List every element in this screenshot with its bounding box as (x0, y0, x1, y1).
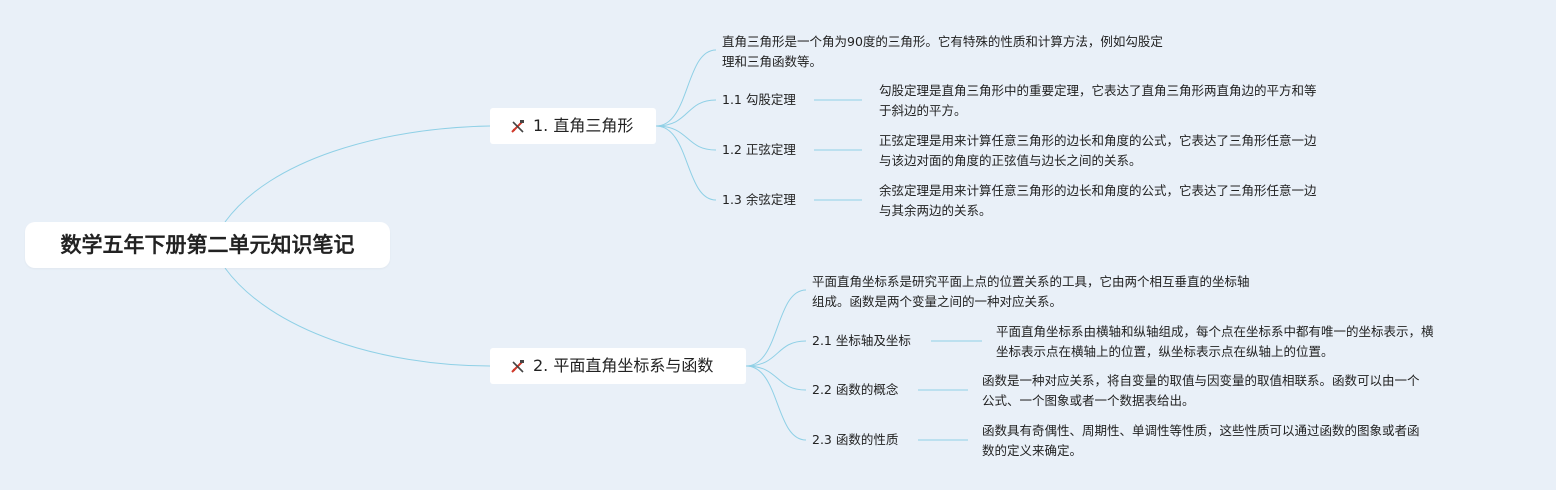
subtopic-description: 函数具有奇偶性、周期性、单调性等性质，这些性质可以通过函数的图象或者函 数的定义… (982, 421, 1420, 461)
subtopic-sine-law[interactable]: 1.2 正弦定理 (722, 140, 796, 160)
description-line: 与其余两边的关系。 (879, 203, 992, 218)
topic-title: 2. 平面直角坐标系与函数 (533, 356, 714, 375)
connector-t2-summary (745, 289, 807, 367)
description-line: 勾股定理是直角三角形中的重要定理，它表达了直角三角形两直角边的平方和等 (879, 83, 1317, 98)
subtopic-description: 正弦定理是用来计算任意三角形的边长和角度的公式，它表达了三角形任意一边 与该边对… (879, 131, 1317, 171)
connector-t1-summary (655, 49, 717, 127)
description-line: 与该边对面的角度的正弦值与边长之间的关系。 (879, 153, 1142, 168)
tools-icon (511, 120, 524, 133)
subtopic-function-properties[interactable]: 2.3 函数的性质 (812, 430, 898, 450)
connector-t2-c2 (745, 365, 807, 391)
subtopic-cosine-law[interactable]: 1.3 余弦定理 (722, 190, 796, 210)
subtopic-description: 平面直角坐标系由横轴和纵轴组成，每个点在坐标系中都有唯一的坐标表示，横 坐标表示… (996, 322, 1434, 362)
subtopic-pythagorean[interactable]: 1.1 勾股定理 (722, 90, 796, 110)
description-line: 函数具有奇偶性、周期性、单调性等性质，这些性质可以通过函数的图象或者函 (982, 423, 1420, 438)
subtopic-description: 余弦定理是用来计算任意三角形的边长和角度的公式，它表达了三角形任意一边 与其余两… (879, 181, 1317, 221)
subtopic-description: 勾股定理是直角三角形中的重要定理，它表达了直角三角形两直角边的平方和等 于斜边的… (879, 81, 1317, 121)
summary-line: 直角三角形是一个角为90度的三角形。它有特殊的性质和计算方法，例如勾股定 (722, 34, 1163, 49)
description-line: 坐标表示点在横轴上的位置，纵坐标表示点在纵轴上的位置。 (996, 344, 1334, 359)
subtopic-label: 1.2 正弦定理 (722, 142, 796, 157)
description-line: 数的定义来确定。 (982, 443, 1083, 458)
description-line: 余弦定理是用来计算任意三角形的边长和角度的公式，它表达了三角形任意一边 (879, 183, 1317, 198)
connector-t2-c1 (745, 340, 807, 367)
topic-summary: 直角三角形是一个角为90度的三角形。它有特殊的性质和计算方法，例如勾股定 理和三… (722, 32, 1163, 72)
root-node[interactable]: 数学五年下册第二单元知识笔记 (25, 222, 390, 268)
root-title: 数学五年下册第二单元知识笔记 (60, 233, 355, 257)
description-line: 平面直角坐标系由横轴和纵轴组成，每个点在坐标系中都有唯一的坐标表示，横 (996, 324, 1434, 339)
description-line: 于斜边的平方。 (879, 103, 967, 118)
summary-line: 理和三角函数等。 (722, 54, 823, 69)
topic-title: 1. 直角三角形 (533, 116, 634, 135)
subtopic-description: 函数是一种对应关系，将自变量的取值与因变量的取值相联系。函数可以由一个 公式、一… (982, 371, 1420, 411)
subtopic-function-concept[interactable]: 2.2 函数的概念 (812, 380, 898, 400)
topic-summary: 平面直角坐标系是研究平面上点的位置关系的工具，它由两个相互垂直的坐标轴 组成。函… (812, 272, 1250, 312)
subtopic-label: 2.1 坐标轴及坐标 (812, 333, 911, 348)
description-line: 正弦定理是用来计算任意三角形的边长和角度的公式，它表达了三角形任意一边 (879, 133, 1317, 148)
subtopic-label: 2.2 函数的概念 (812, 382, 899, 397)
topic-node-coordinate-function[interactable]: 2. 平面直角坐标系与函数 (490, 348, 746, 384)
tools-icon (511, 360, 524, 373)
connector-root-topic1 (224, 125, 491, 223)
topic-node-triangle[interactable]: 1. 直角三角形 (490, 108, 656, 144)
description-line: 函数是一种对应关系，将自变量的取值与因变量的取值相联系。函数可以由一个 (982, 373, 1420, 388)
summary-line: 平面直角坐标系是研究平面上点的位置关系的工具，它由两个相互垂直的坐标轴 (812, 274, 1250, 289)
subtopic-label: 2.3 函数的性质 (812, 432, 899, 447)
connector-t2-c3 (745, 365, 807, 441)
subtopic-axes-coordinates[interactable]: 2.1 坐标轴及坐标 (812, 331, 911, 351)
connector-root-topic2 (224, 267, 491, 367)
connector-t1-c2 (655, 125, 717, 151)
connector-t1-c1 (655, 99, 717, 127)
subtopic-label: 1.3 余弦定理 (722, 192, 796, 207)
connector-t1-c3 (655, 125, 717, 201)
summary-line: 组成。函数是两个变量之间的一种对应关系。 (812, 294, 1063, 309)
subtopic-label: 1.1 勾股定理 (722, 92, 796, 107)
description-line: 公式、一个图象或者一个数据表给出。 (982, 393, 1195, 408)
